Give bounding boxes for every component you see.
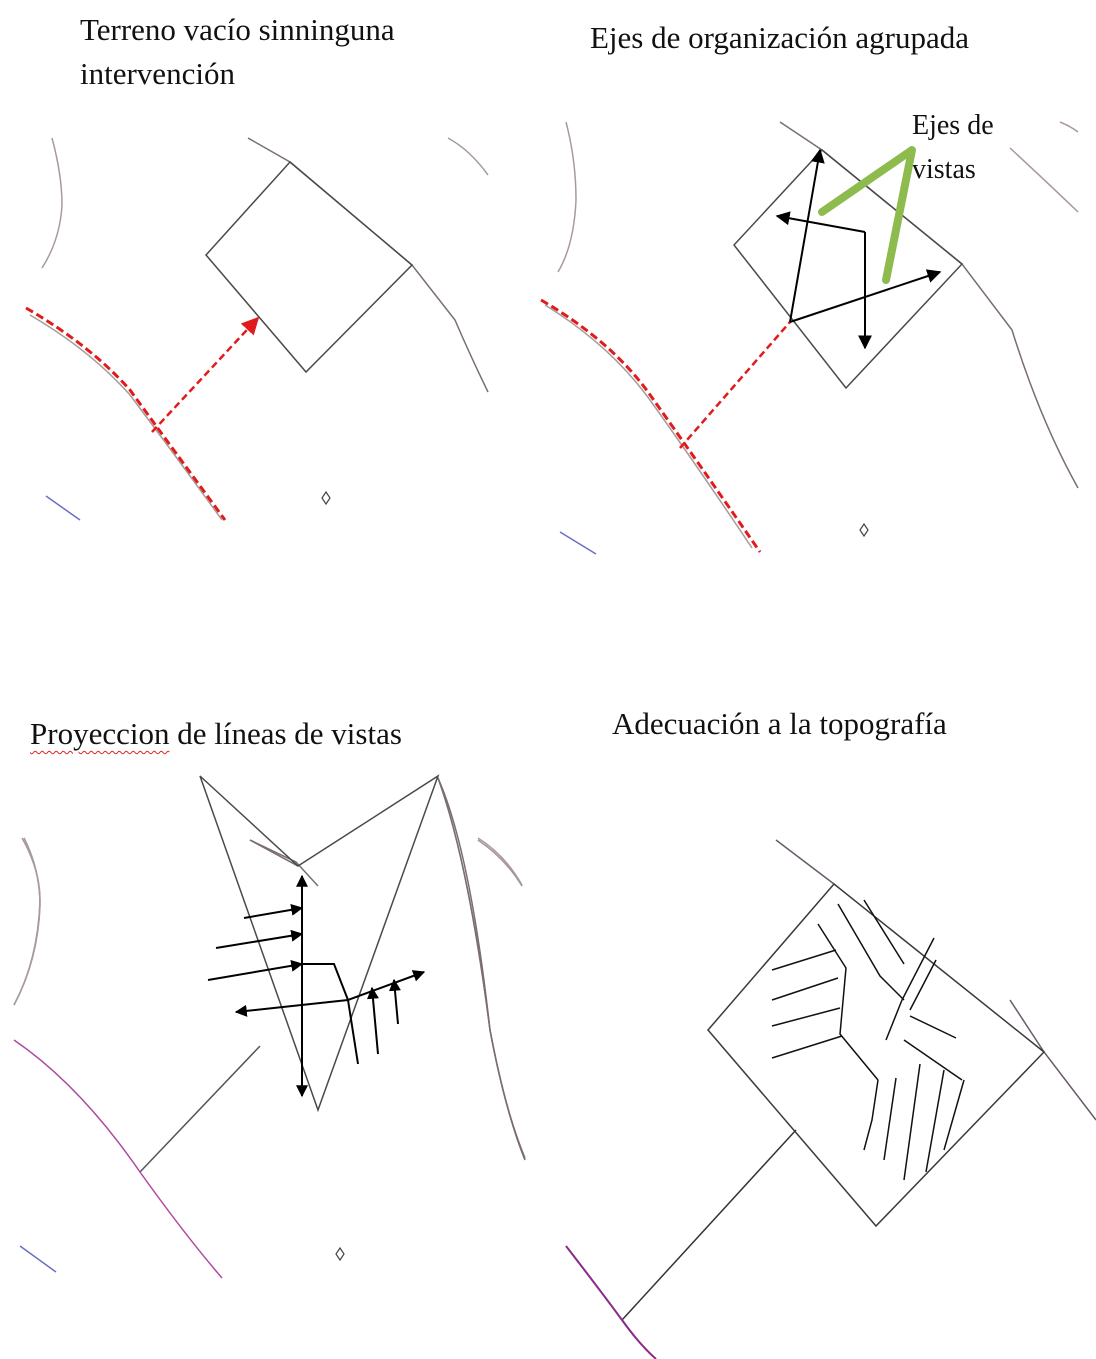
view-axes-marker <box>818 146 916 284</box>
terrace-line <box>771 949 837 971</box>
terrace-line <box>817 923 879 1081</box>
terrace-line <box>925 1069 945 1173</box>
caption-line-1: Ejes de organización agrupada <box>590 20 970 55</box>
contour-line <box>557 121 577 273</box>
lot-boundary <box>249 839 319 887</box>
caption-line-1: Adecuación a la topografía <box>612 706 947 741</box>
panel-3-proyeccion <box>13 774 526 1279</box>
access-axis-arrow <box>151 316 260 433</box>
lot-boundary <box>247 137 489 393</box>
terrace-line <box>903 1039 963 1081</box>
view-axis-arrow <box>789 148 825 323</box>
access-route <box>25 306 227 521</box>
contour-line <box>447 137 489 176</box>
contour-line <box>1009 147 1079 213</box>
contour-line <box>13 837 41 1006</box>
terrace-line <box>885 937 935 1041</box>
view-line-arrow <box>347 999 359 1065</box>
caption-rest: de líneas de vistas <box>169 716 402 751</box>
terrace-line <box>909 959 937 1011</box>
view-line-arrow <box>367 986 379 1055</box>
terrace-line <box>771 1035 843 1059</box>
panel-4-adecuacion <box>565 839 1096 1359</box>
view-line-arrow <box>389 978 401 1025</box>
caption-line-2: intervención <box>80 56 235 91</box>
lot-boundary <box>437 777 526 1161</box>
building-footprint <box>733 148 964 390</box>
road-edge <box>544 304 753 549</box>
view-line-arrow <box>243 903 304 919</box>
access-axis <box>139 1045 261 1173</box>
view-axes-label: Ejes de vistas <box>912 104 994 192</box>
panel-terreno-vacio <box>25 137 489 521</box>
terrace-line <box>903 1063 921 1181</box>
access-axis <box>621 1129 797 1321</box>
view-line-arrow <box>234 999 349 1017</box>
caption-terreno-vacio: Terreno vacío sinninguna intervención <box>80 8 395 96</box>
north-marker-icon <box>859 522 869 538</box>
terrace-line <box>771 977 839 1001</box>
road-line <box>565 1245 657 1359</box>
terrace-line <box>943 1079 965 1151</box>
view-axis-arrow <box>775 211 866 233</box>
terrace-line <box>863 899 905 965</box>
caption-ejes-organizacion: Ejes de organización agrupada <box>590 16 969 60</box>
misspelled-word: Proyeccion <box>30 716 170 751</box>
lot-boundary <box>1009 999 1096 1121</box>
view-axes-label-line-1: Ejes de <box>912 110 994 141</box>
access-axis <box>679 321 791 449</box>
terrace-line <box>771 1007 841 1027</box>
contour-line <box>1059 121 1079 133</box>
access-route <box>540 298 762 553</box>
lot-boundary <box>779 121 1079 489</box>
terrace-line <box>883 1077 897 1161</box>
terrace-line <box>837 903 905 1001</box>
panel-ejes-organizacion <box>540 121 1079 555</box>
building-footprint <box>205 160 414 374</box>
contour-line <box>41 137 63 269</box>
stream-line <box>559 531 597 555</box>
view-line-arrow <box>215 929 304 949</box>
stream-line <box>19 1245 57 1273</box>
caption-adecuacion-topografia: Adecuación a la topografía <box>612 702 947 746</box>
contour-line <box>477 839 523 887</box>
terrace-line <box>863 1079 879 1151</box>
view-line-arrow <box>207 959 304 981</box>
north-marker-icon <box>335 1246 345 1262</box>
lot-boundary <box>775 839 835 885</box>
road-line <box>13 1039 223 1279</box>
terrace-line <box>909 1015 957 1039</box>
road-edge <box>29 314 223 521</box>
caption-proyeccion-lineas: Proyeccion de líneas de vistas <box>30 712 402 756</box>
building-footprint <box>707 882 1046 1228</box>
stream-line <box>45 495 81 521</box>
building-footprint <box>199 774 440 1113</box>
north-marker-icon <box>321 490 331 506</box>
view-line-arrow <box>302 963 426 1002</box>
lot-boundary <box>249 839 299 867</box>
view-axes-label-line-2: vistas <box>912 154 976 185</box>
caption-line-1: Terreno vacío sinninguna <box>80 12 395 47</box>
